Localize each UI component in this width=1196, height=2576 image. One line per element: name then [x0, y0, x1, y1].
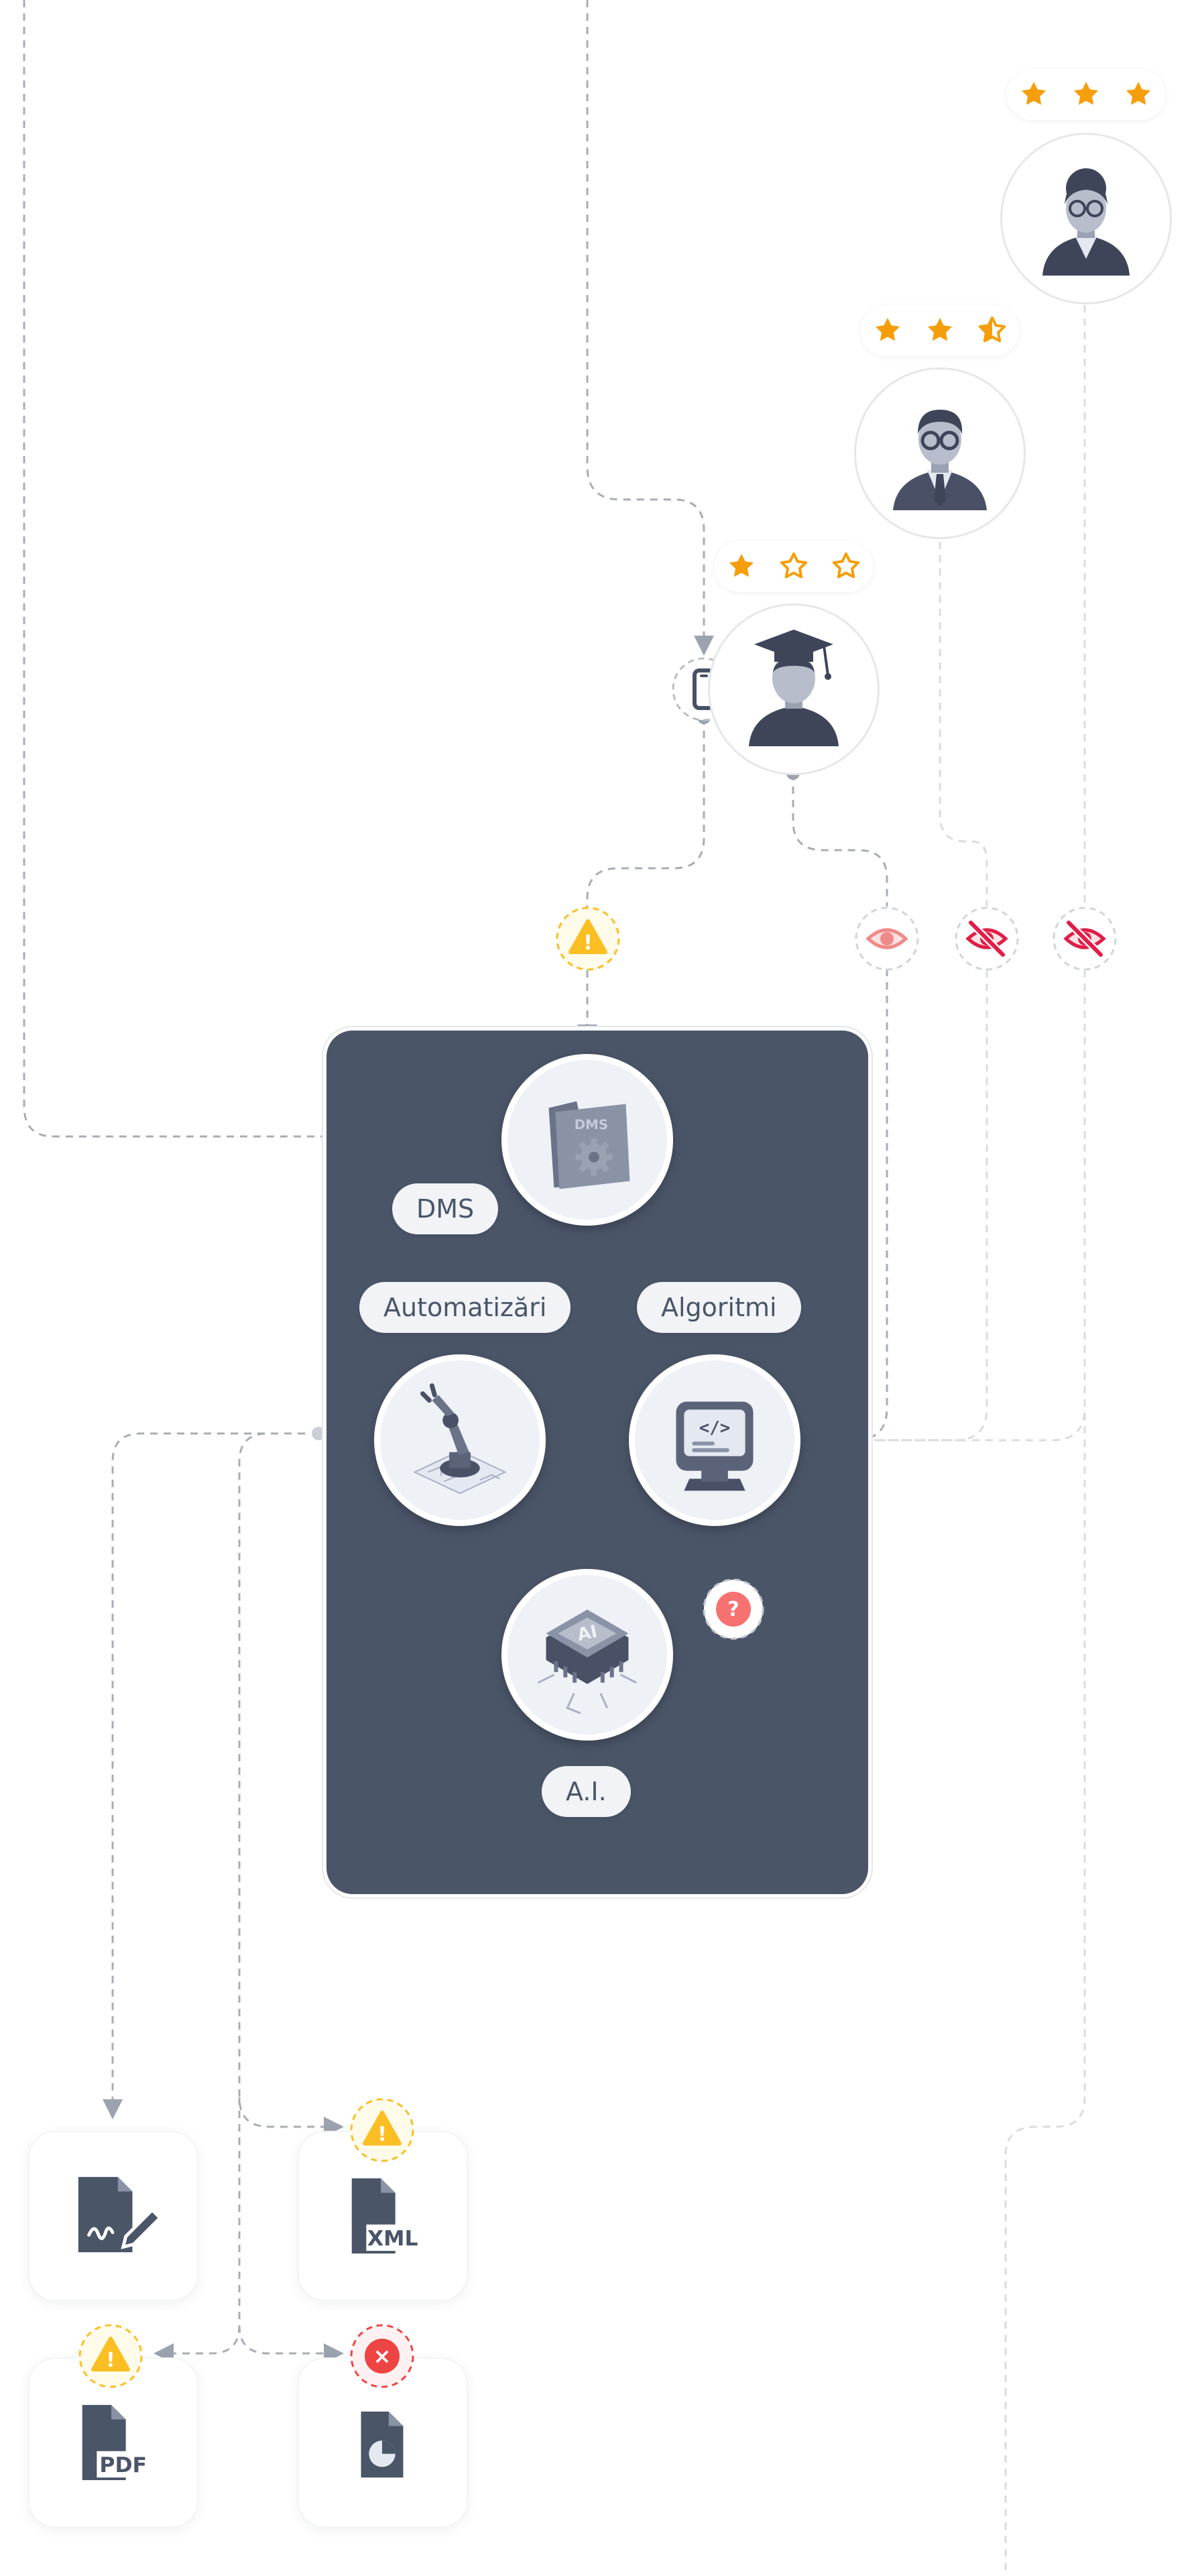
dms-node[interactable]: DMS: [501, 1054, 673, 1226]
xml-warning-badge[interactable]: !: [349, 2097, 416, 2164]
eye-icon: [855, 906, 919, 971]
automations-node[interactable]: [374, 1354, 546, 1526]
woman-glasses-avatar-icon: [1042, 168, 1130, 276]
wire-mid-to-eye-slash: [939, 542, 988, 906]
svg-text:!: !: [106, 2349, 115, 2372]
wire-eye-slash-to-algorithms: [800, 970, 988, 1442]
report-file-icon: [361, 2411, 404, 2478]
svg-text:</>: </>: [699, 1418, 731, 1438]
svg-text:XML: XML: [367, 2227, 418, 2251]
svg-text:!: !: [377, 2123, 387, 2146]
man-glasses-avatar-icon: [893, 410, 987, 510]
svg-text:PDF: PDF: [99, 2453, 147, 2477]
warning-icon: !: [350, 2098, 414, 2162]
wire-to-signed-doc: [103, 1432, 318, 2119]
wire-eye-slash2-to-algorithms: [804, 970, 1086, 1442]
wire-top-to-phone: [586, 0, 714, 656]
robot-arm-icon: [413, 1383, 507, 1495]
avatar-senior[interactable]: [1000, 133, 1172, 304]
code-monitor-icon: </>: [676, 1401, 754, 1491]
pdf-file-card[interactable]: PDF: [28, 2357, 198, 2528]
stars-icon: [1021, 82, 1151, 105]
rating-junior: [715, 541, 873, 592]
rating-senior: [1007, 69, 1165, 120]
eye-slash-icon: [1053, 906, 1117, 971]
xml-file-icon: XML: [351, 2178, 420, 2254]
dms-label: DMS: [392, 1183, 499, 1234]
hidden-badge[interactable]: [953, 905, 1020, 972]
graduate-avatar-icon: [749, 630, 839, 746]
svg-text:×: ×: [373, 2343, 392, 2369]
wire-left-to-dms: [23, 0, 494, 1147]
ai-label: A.I.: [542, 1766, 631, 1817]
dms-warning-badge[interactable]: !: [554, 905, 621, 972]
svg-text:AI: AI: [575, 1621, 599, 1645]
wire-senior-down: [1004, 970, 1086, 2576]
warning-icon: !: [556, 906, 620, 971]
avatar-mid[interactable]: [854, 367, 1026, 539]
automations-label: Automatizări: [359, 1282, 571, 1333]
warning-icon: !: [78, 2324, 143, 2388]
avatar-junior[interactable]: [708, 603, 880, 775]
wire-to-report: [238, 2325, 344, 2363]
svg-text:?: ?: [727, 1598, 739, 1621]
ai-chip-icon: AI: [537, 1609, 638, 1714]
ai-node[interactable]: AI: [501, 1569, 673, 1741]
pdf-file-icon: PDF: [82, 2404, 150, 2481]
visible-badge[interactable]: [853, 905, 920, 972]
svg-text:DMS: DMS: [575, 1117, 608, 1132]
dms-folder-gear-icon: DMS: [548, 1101, 630, 1189]
eye-slash-icon: [955, 906, 1019, 971]
wire-phone-to-warning: [586, 717, 705, 909]
wire-junior-to-eye: [792, 773, 888, 906]
wire-to-xml: [238, 1432, 344, 2137]
stars-icon: [875, 316, 1006, 343]
question-badge[interactable]: ?: [701, 1577, 766, 1641]
algorithms-label: Algoritmi: [637, 1282, 801, 1333]
question-icon: ?: [703, 1578, 764, 1640]
error-icon: ×: [350, 2324, 414, 2388]
pdf-warning-badge[interactable]: !: [77, 2323, 144, 2390]
stars-icon: [729, 552, 860, 579]
algorithms-node[interactable]: </>: [629, 1354, 800, 1526]
report-error-badge[interactable]: ×: [349, 2323, 416, 2390]
hidden-badge[interactable]: [1051, 905, 1118, 972]
svg-text:!: !: [583, 931, 593, 955]
rating-mid: [861, 305, 1019, 356]
signed-document-icon: [78, 2176, 163, 2253]
signed-document-card[interactable]: [28, 2131, 198, 2301]
